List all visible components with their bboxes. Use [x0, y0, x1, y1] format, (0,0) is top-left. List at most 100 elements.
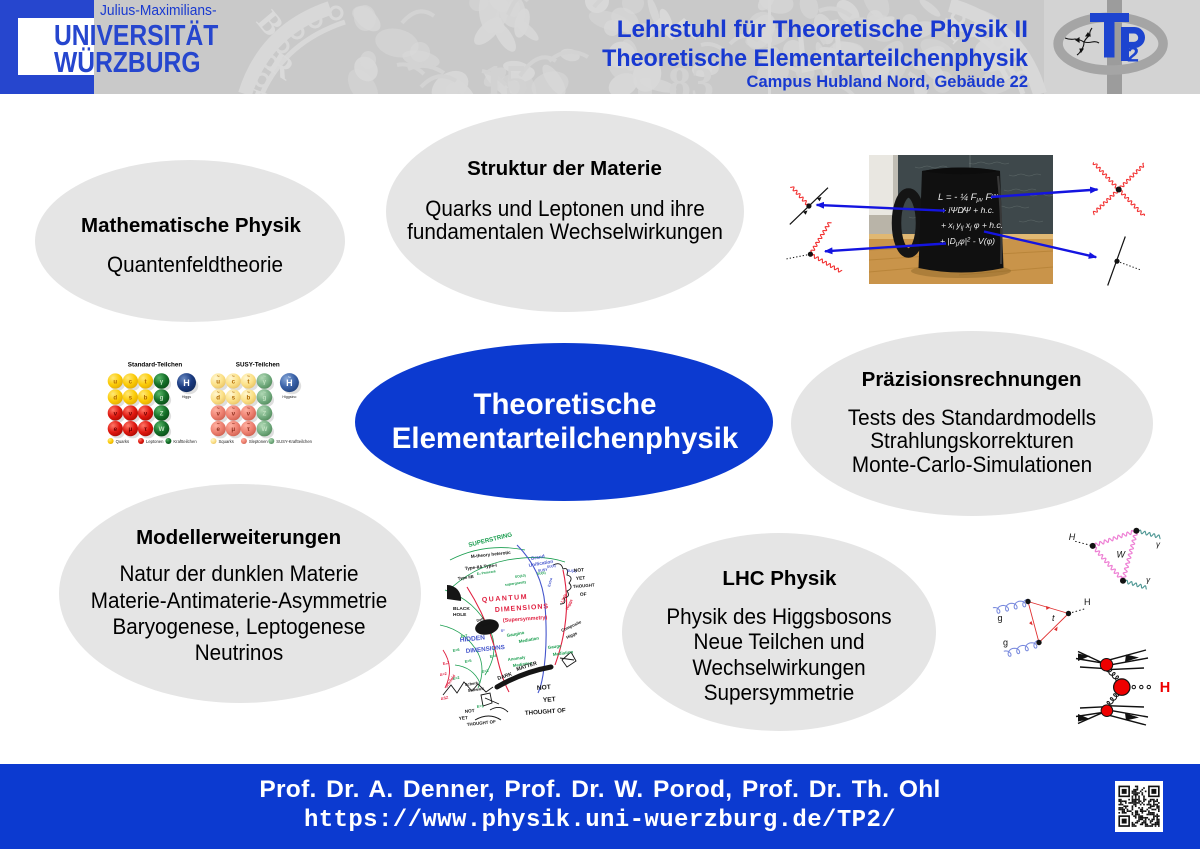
svg-text:Unification: Unification: [528, 559, 554, 569]
svg-text:g: g: [263, 395, 267, 402]
svg-text:THOUGHT: THOUGHT: [573, 582, 595, 589]
svg-text:E=6: E=6: [452, 648, 459, 653]
svg-text:~: ~: [263, 374, 266, 380]
svg-text:2: 2: [1127, 43, 1139, 67]
svg-text:E=7: E=7: [460, 634, 467, 639]
svg-text:ΔSZ: ΔSZ: [440, 696, 449, 701]
svg-text:supergravity: supergravity: [505, 580, 527, 587]
svg-text:~: ~: [232, 421, 235, 427]
svg-text:Kraftteilchen: Kraftteilchen: [173, 439, 197, 444]
svg-text:Higgs: Higgs: [565, 630, 578, 640]
svg-text:b: b: [247, 395, 251, 402]
svg-text:E=5: E=5: [464, 659, 471, 664]
svg-text:d: d: [113, 395, 117, 402]
svg-text:Type-IIA Type-I: Type-IIA Type-I: [465, 563, 497, 571]
svg-text:SUSY: SUSY: [538, 568, 549, 573]
svg-text:H: H: [183, 378, 190, 388]
svg-text:γ: γ: [160, 379, 164, 386]
svg-text:YET: YET: [576, 575, 586, 582]
svg-text:γ: γ: [1156, 540, 1161, 549]
svg-text:g: g: [160, 395, 164, 402]
svg-text:~: ~: [263, 406, 266, 412]
svg-text:Type IIB: Type IIB: [457, 574, 474, 581]
svg-text:Sleptonen: Sleptonen: [249, 439, 269, 444]
svg-text:OF: OF: [580, 592, 587, 598]
svg-text:~: ~: [232, 374, 235, 380]
svg-text:Mediation: Mediation: [552, 649, 573, 657]
svg-text:τ: τ: [144, 426, 147, 433]
svg-text:(Supersymmetry): (Supersymmetry): [503, 615, 548, 624]
svg-text:u: u: [113, 379, 117, 386]
svg-text:NOT: NOT: [537, 684, 551, 692]
svg-text:μ: μ: [129, 426, 133, 433]
svg-text:E=4: E=4: [489, 654, 497, 659]
svg-text:H: H: [286, 378, 293, 388]
svg-text:W: W: [159, 426, 165, 433]
svg-text:~: ~: [263, 421, 266, 427]
svg-text:~: ~: [247, 374, 250, 380]
svg-text:s: s: [232, 395, 236, 402]
svg-text:+ |Dμφ|2 - V(φ): + |Dμφ|2 - V(φ): [940, 236, 995, 248]
svg-text:Z: Z: [263, 411, 267, 418]
svg-text:YET: YET: [459, 715, 469, 721]
svg-text:Mediation: Mediation: [518, 635, 539, 644]
svg-text:~: ~: [247, 390, 250, 396]
svg-text:ν: ν: [247, 411, 251, 418]
svg-text:c: c: [129, 379, 133, 386]
svg-text:μ: μ: [231, 426, 235, 433]
svg-text:Leptonen: Leptonen: [146, 439, 164, 444]
svg-text:u: u: [216, 379, 220, 386]
svg-text:Higgs: Higgs: [564, 598, 574, 611]
svg-text:SUSY-Teilchen: SUSY-Teilchen: [236, 362, 280, 369]
svg-text:Quarks: Quarks: [116, 439, 130, 444]
svg-text:e: e: [114, 426, 118, 433]
svg-text:~: ~: [217, 421, 220, 427]
svg-text:~: ~: [247, 406, 250, 412]
svg-text:SU(2): SU(2): [567, 569, 576, 573]
svg-text:W: W: [261, 426, 267, 433]
svg-text:~: ~: [288, 375, 291, 381]
svg-text:+ xi yij xj φ + h.c.: + xi yij xj φ + h.c.: [941, 220, 1003, 232]
svg-text:γ: γ: [263, 379, 267, 386]
svg-text:Scherk-: Scherk-: [464, 680, 480, 687]
svg-text:DIMENSIONS: DIMENSIONS: [495, 603, 550, 614]
svg-text:E₈ Poincaré: E₈ Poincaré: [477, 569, 497, 576]
svg-text:ν: ν: [216, 411, 220, 418]
svg-text:g: g: [1003, 638, 1008, 648]
svg-text:~: ~: [217, 374, 220, 380]
svg-text:M-theory heterotic: M-theory heterotic: [471, 550, 512, 559]
svg-text:Δ=2: Δ=2: [439, 672, 447, 677]
svg-text:t: t: [247, 379, 249, 386]
svg-text:YET: YET: [543, 696, 556, 704]
svg-text:Higgsino: Higgsino: [282, 395, 296, 399]
svg-text:τ: τ: [247, 426, 250, 433]
svg-text:H: H: [1160, 680, 1170, 696]
svg-text:ν: ν: [114, 411, 118, 418]
svg-text:Gauge: Gauge: [547, 643, 562, 650]
svg-text:e: e: [216, 426, 220, 433]
svg-text:S⁸: S⁸: [500, 628, 505, 633]
svg-text:c: c: [232, 379, 236, 386]
svg-text:~: ~: [232, 406, 235, 412]
svg-text:~: ~: [232, 390, 235, 396]
svg-text:THOUGHT OF: THOUGHT OF: [525, 707, 567, 717]
svg-text:DARK: DARK: [497, 671, 513, 681]
svg-text:b: b: [144, 395, 148, 402]
svg-text:g: g: [998, 613, 1003, 623]
svg-text:Little: Little: [559, 592, 568, 603]
svg-text:E=2: E=2: [452, 676, 459, 681]
svg-text:~: ~: [247, 421, 250, 427]
svg-text:Z: Z: [160, 411, 164, 418]
svg-text:H: H: [1084, 597, 1091, 607]
svg-text:NOT: NOT: [574, 567, 585, 574]
svg-text:Standard-Teilchen: Standard-Teilchen: [128, 362, 183, 369]
svg-text:E=1: E=1: [477, 704, 484, 709]
svg-text:DIMENSIONS: DIMENSIONS: [465, 644, 505, 655]
svg-text:SU(3): SU(3): [547, 564, 556, 569]
svg-text:E₈Z: E₈Z: [442, 661, 450, 666]
svg-text:γ: γ: [1146, 576, 1151, 585]
svg-text:SU(5): SU(5): [537, 571, 546, 576]
svg-text:+ iΨD̸Ψ + h.c.: + iΨD̸Ψ + h.c.: [941, 205, 994, 215]
svg-text:15: 15: [482, 55, 528, 94]
svg-text:ν: ν: [129, 411, 133, 418]
